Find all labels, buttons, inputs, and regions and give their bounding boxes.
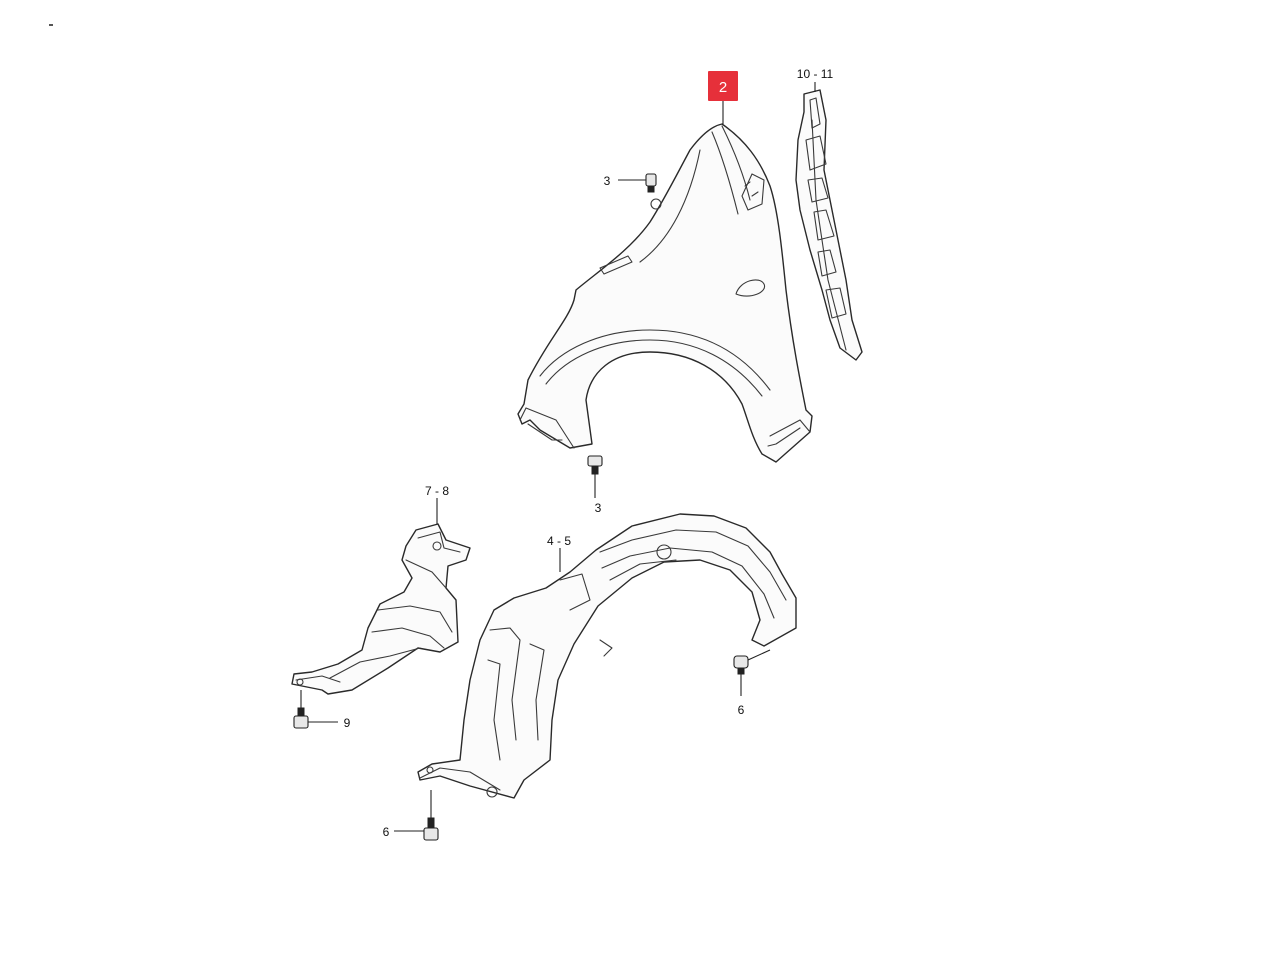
wheel-arch-liner[interactable] [417,513,797,799]
callout-10-11[interactable]: 10 - 11 [797,67,834,81]
callout-2-label: 2 [719,79,727,96]
clip-6-right[interactable] [733,655,749,675]
leader-6-right-up [747,649,771,661]
callout-3-lower[interactable]: 3 [595,501,602,515]
callout-3-upper[interactable]: 3 [604,174,611,188]
callout-2-highlight[interactable]: 2 [708,71,738,101]
callout-9[interactable]: 9 [344,716,351,730]
callout-4-5[interactable]: 4 - 5 [547,534,571,548]
bolt-3-lower[interactable] [587,455,603,475]
bolt-6-left[interactable] [423,817,439,841]
highlight-box [708,71,738,101]
front-fender[interactable] [517,123,813,463]
callout-7-8[interactable]: 7 - 8 [425,484,449,498]
splash-shield[interactable] [291,523,471,695]
bolt-3-upper[interactable] [645,173,657,193]
callout-6-left[interactable]: 6 [383,825,390,839]
corner-mark [49,24,53,26]
bolt-9[interactable] [293,707,309,729]
pillar-bracket[interactable] [795,89,863,361]
callout-6-right[interactable]: 6 [738,703,745,717]
